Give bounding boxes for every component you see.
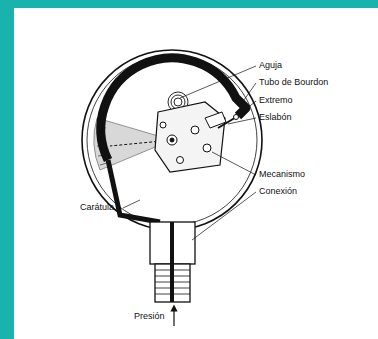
part-label: Extremo [259, 95, 293, 106]
part-label: Aguja [259, 60, 282, 71]
mechanism-plate [155, 102, 225, 172]
part-label: Tubo de Bourdon [259, 77, 328, 88]
part-label: Conexión [259, 186, 297, 197]
tube-root [108, 160, 160, 222]
mechanism-screws [160, 122, 211, 164]
pressure-channel [170, 222, 174, 302]
part-label: Carátula [80, 202, 114, 213]
part-label: Eslabón [259, 112, 292, 123]
leader-lines [123, 66, 256, 240]
part-label: Presión [134, 311, 165, 322]
gauge-rim [87, 55, 257, 225]
tube-tip [234, 115, 239, 120]
pressure-arrow [173, 308, 174, 326]
part-label: Mecanismo [259, 169, 305, 180]
